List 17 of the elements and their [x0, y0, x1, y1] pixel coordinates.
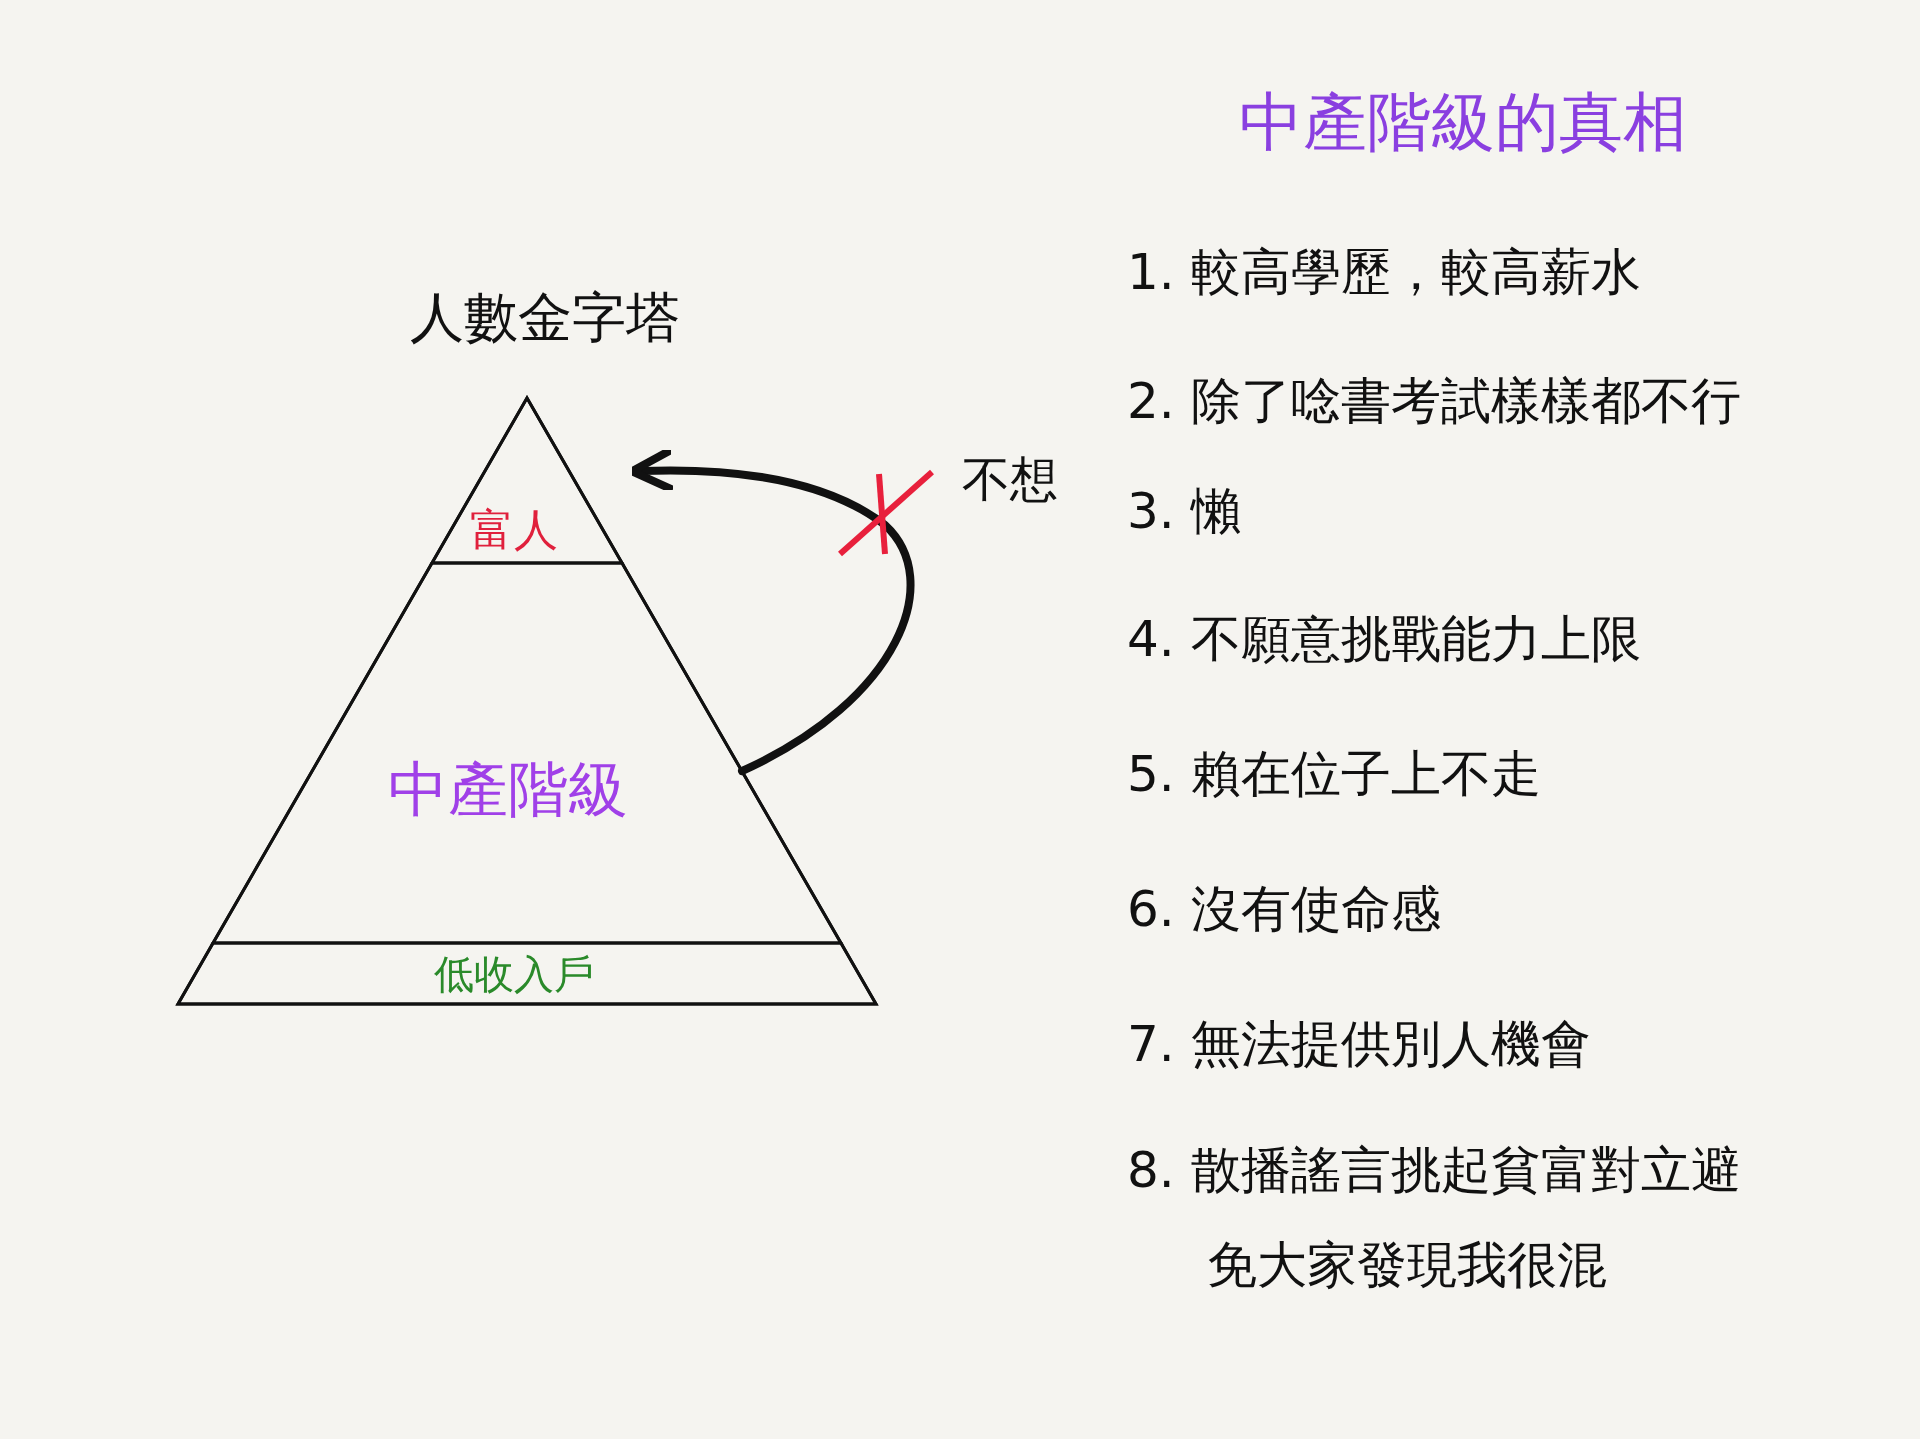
list-title: 中產階級的真相 — [1239, 83, 1687, 161]
list-item: 4. 不願意挑戰能力上限 — [1127, 609, 1642, 670]
list-item: 5. 賴在位子上不走 — [1127, 744, 1542, 805]
list-item: 8. 散播謠言挑起貧富對立避免大家發現我很混 — [1127, 1140, 1742, 1296]
pyramid-tier — [213, 563, 842, 943]
tier-label: 富人 — [470, 502, 558, 557]
list-item: 6. 沒有使命感 — [1127, 879, 1442, 940]
list-item: 3. 懶 — [1127, 481, 1242, 542]
list-item: 7. 無法提供別人機會 — [1127, 1014, 1592, 1075]
edge-label: 不想 — [962, 450, 1058, 509]
tier-label: 中產階級 — [388, 752, 628, 826]
tier-label: 低收入戶 — [434, 949, 594, 999]
pyramid-tier — [178, 943, 877, 1004]
list-item: 2. 除了唸書考試樣樣都不行 — [1127, 371, 1742, 432]
list-item: 1. 較高學歷，較高薪水 — [1127, 242, 1642, 303]
pyramid-title: 人數金字塔 — [410, 284, 680, 351]
pyramid-tier — [432, 398, 622, 563]
